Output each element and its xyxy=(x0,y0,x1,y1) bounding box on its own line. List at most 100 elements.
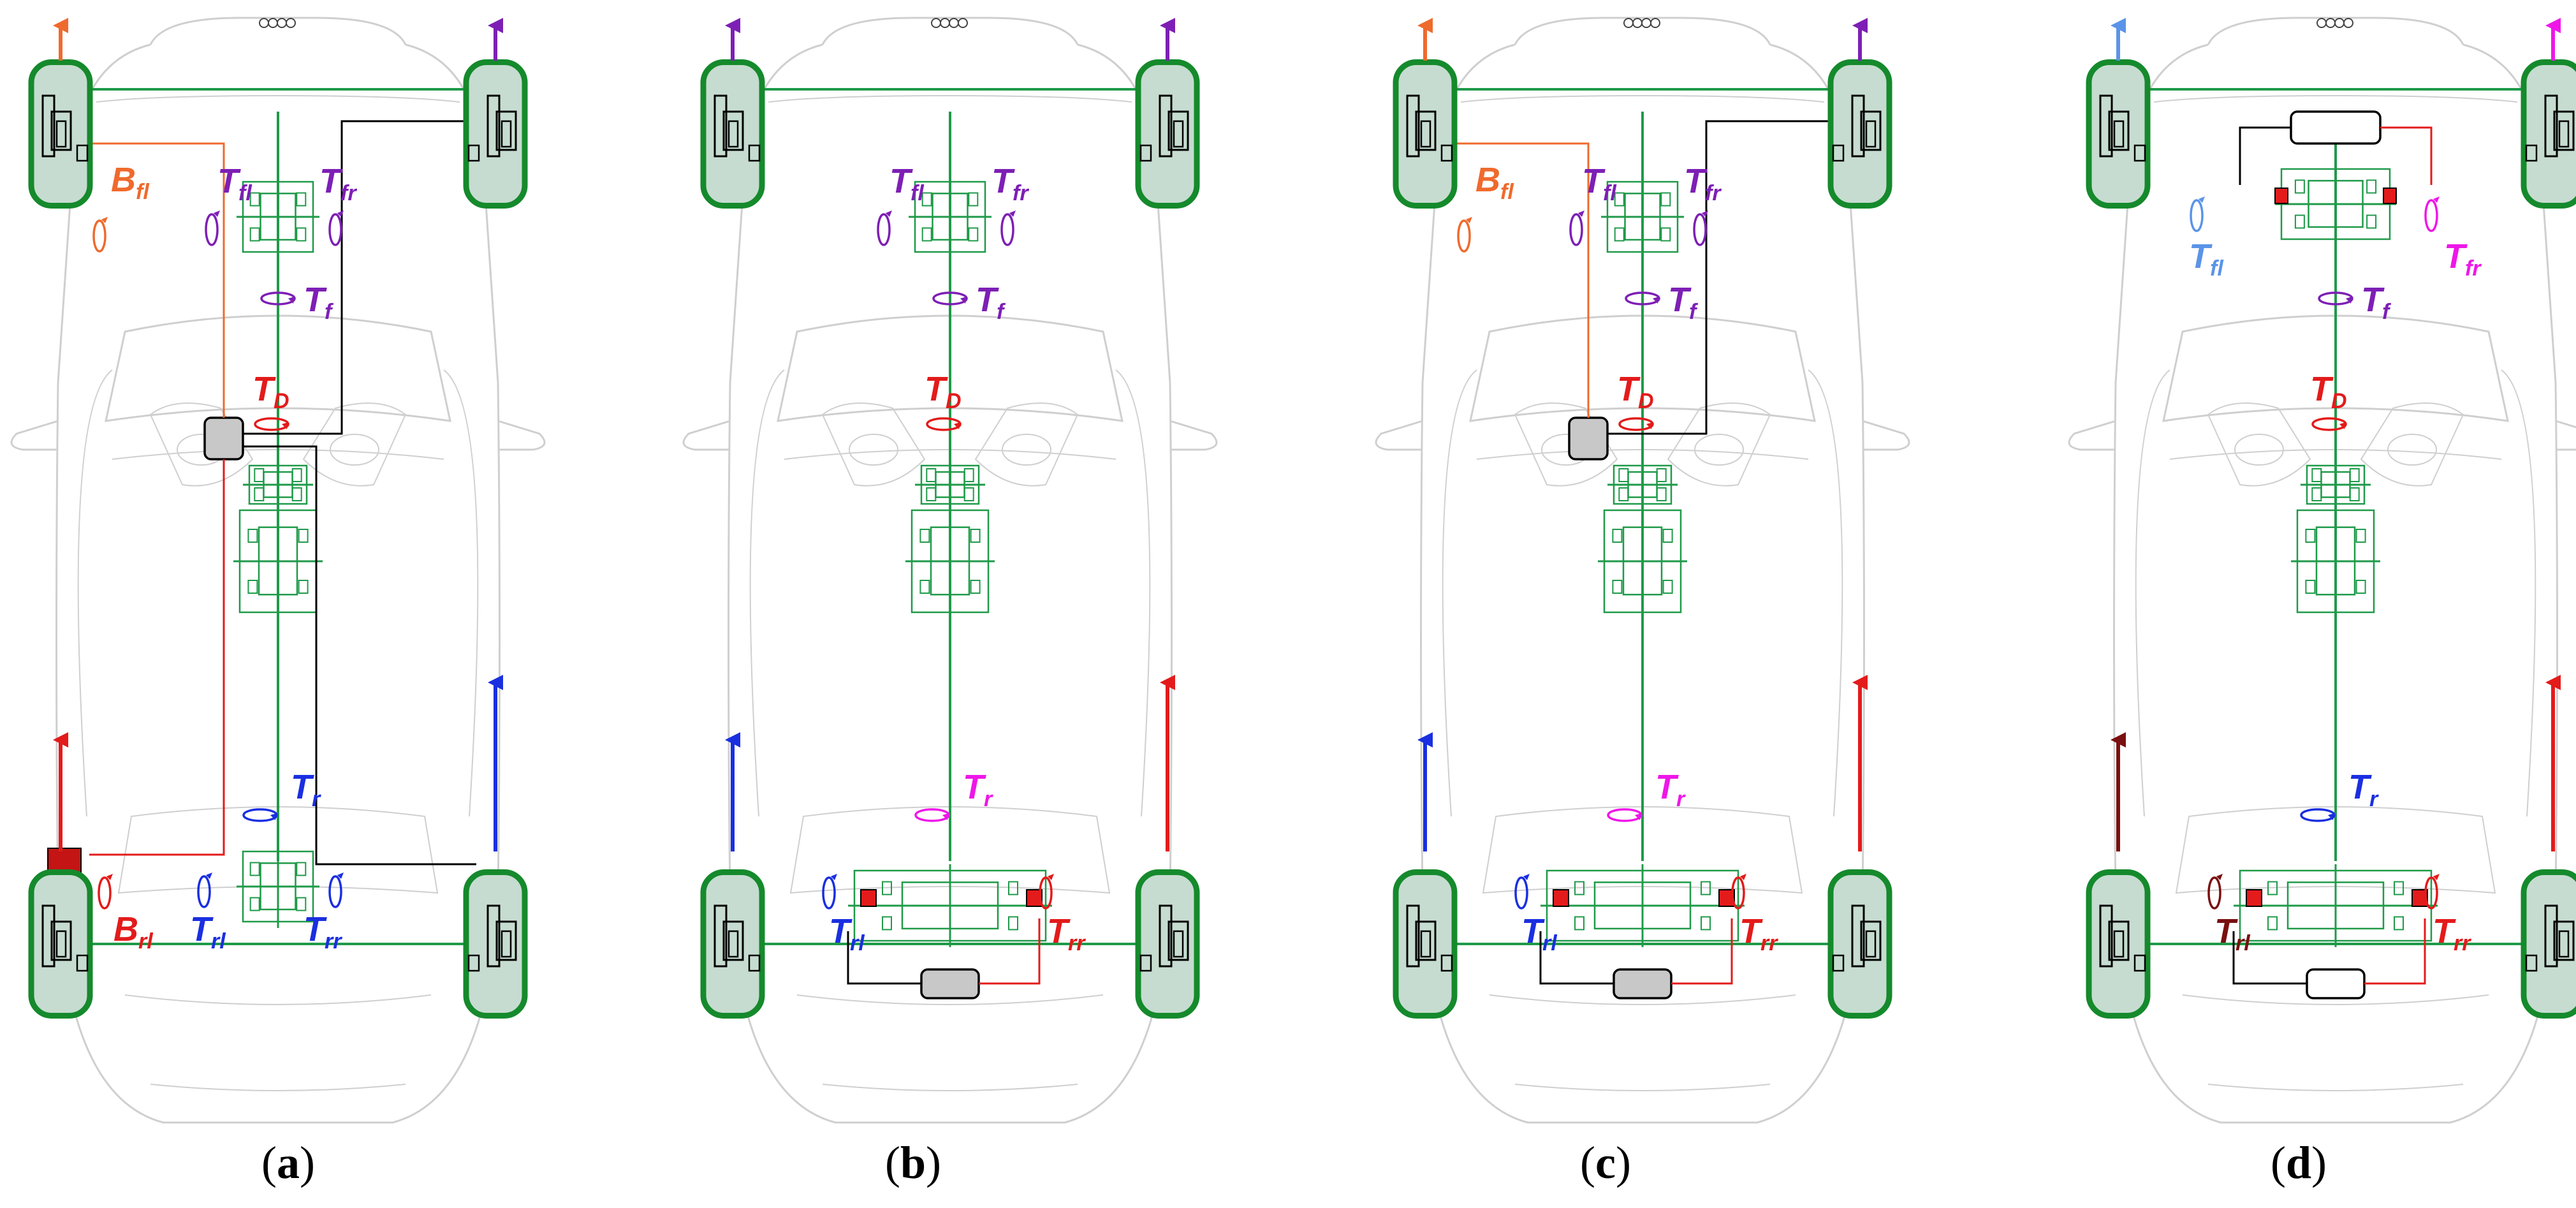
driveline xyxy=(2118,88,2553,947)
wheel-rear-right-hub-icon xyxy=(467,904,517,972)
label-trr-rotation-icon xyxy=(1731,874,1746,910)
center-coupling xyxy=(1607,459,1678,510)
label-tfr-rotation-icon xyxy=(1000,210,1016,246)
front-differential xyxy=(1601,175,1684,258)
label-bfl: Bfl xyxy=(111,161,150,204)
label-trr-rotation-icon xyxy=(328,873,344,908)
logo-rings xyxy=(259,18,296,28)
front-differential xyxy=(237,175,319,258)
label-tfl-rotation-icon xyxy=(2190,196,2205,232)
label-tfl-rotation-icon xyxy=(205,210,220,246)
center-coupling xyxy=(243,459,313,510)
label-trl-rotation-icon xyxy=(2207,874,2223,910)
wheel-front-right xyxy=(1135,59,1200,209)
label-tf: Tf xyxy=(2361,281,2392,324)
transmission xyxy=(905,504,995,619)
front-tv-clutch-right xyxy=(2383,188,2397,204)
label-tfr: Tfr xyxy=(2444,237,2482,281)
rear-left-brake-caliper xyxy=(47,848,82,873)
caption-d: (d) xyxy=(2270,1137,2327,1188)
wheel-rear-right xyxy=(1135,869,1200,1019)
label-tr-rotation-icon xyxy=(914,808,950,822)
label-tf: Tf xyxy=(976,281,1006,324)
label-trr-rotation-icon xyxy=(2424,874,2440,910)
wheel-rear-right-hub-icon xyxy=(1832,904,1882,972)
rear-tv-unit xyxy=(1540,864,1745,947)
label-tfl: Tfl xyxy=(889,162,925,205)
label-tfl: Tfl xyxy=(217,162,252,205)
label-trr: Trr xyxy=(1047,912,1086,955)
label-tr: Tr xyxy=(2348,768,2379,811)
brake-control-unit xyxy=(203,416,244,460)
label-tr: Tr xyxy=(1655,768,1686,811)
wheel-front-left xyxy=(700,59,765,209)
wheel-front-left-hub-icon xyxy=(41,94,89,162)
label-brl-rotation-icon xyxy=(98,874,113,910)
label-tfr: Tfr xyxy=(992,162,1029,205)
wheel-front-left-hub-icon xyxy=(1406,94,1453,162)
wheel-rear-left-hub-icon xyxy=(714,904,761,972)
rear-tv-unit xyxy=(2234,864,2438,947)
label-trl-rotation-icon xyxy=(822,874,837,910)
logo-rings xyxy=(2316,18,2353,28)
wheel-rear-left-hub-icon xyxy=(2099,904,2146,972)
brake-control-unit xyxy=(1568,416,1609,460)
transmission xyxy=(233,504,323,619)
label-td-rotation-icon xyxy=(2311,417,2347,431)
caption-b: (b) xyxy=(884,1137,941,1188)
rear-differential xyxy=(237,845,319,928)
wheel-front-right-hub-icon xyxy=(1139,94,1189,162)
label-trl-rotation-icon xyxy=(197,873,212,908)
label-tf: Tf xyxy=(1668,281,1699,324)
label-td: TD xyxy=(2310,370,2347,413)
wheel-front-left xyxy=(28,59,93,209)
rear-tv-clutch-left xyxy=(860,889,877,907)
front-actuator xyxy=(2290,110,2382,145)
wheel-rear-left xyxy=(28,869,93,1019)
label-tf-rotation-icon xyxy=(260,291,296,306)
label-tfr: Tfr xyxy=(319,162,357,205)
wheel-rear-left xyxy=(700,869,765,1019)
driveline xyxy=(1425,88,1860,947)
label-tr-rotation-icon xyxy=(242,808,278,822)
driveline xyxy=(733,88,1167,947)
wheel-rear-left xyxy=(2086,869,2151,1019)
label-trr: Trr xyxy=(304,910,342,954)
label-trl: Trl xyxy=(2214,912,2251,955)
label-tr-rotation-icon xyxy=(2300,808,2336,822)
label-trl: Trl xyxy=(190,910,226,954)
rear-tv-clutch-left xyxy=(2246,889,2262,907)
driveline xyxy=(61,88,495,945)
car-body-outline xyxy=(682,17,1218,1124)
label-tr: Tr xyxy=(963,768,993,811)
label-tfl: Tfl xyxy=(2189,237,2224,281)
label-tr-rotation-icon xyxy=(1607,808,1643,822)
wheel-rear-left-hub-icon xyxy=(1406,904,1453,972)
wheel-front-left-hub-icon xyxy=(2099,94,2146,162)
label-bfl-rotation-icon xyxy=(1457,217,1472,253)
wheel-front-right-hub-icon xyxy=(2525,94,2575,162)
logo-rings xyxy=(1623,18,1660,28)
caption-a: (a) xyxy=(261,1137,315,1188)
car-body-outline xyxy=(2068,17,2576,1124)
label-bfl: Bfl xyxy=(1475,161,1514,204)
label-td: TD xyxy=(1617,370,1654,413)
center-coupling xyxy=(2301,459,2371,510)
front-tv-unit xyxy=(2275,163,2396,246)
wheel-front-right xyxy=(463,59,528,209)
caption-c: (c) xyxy=(1580,1137,1631,1188)
label-bfl-rotation-icon xyxy=(92,217,108,253)
label-tfl: Tfl xyxy=(1582,162,1617,205)
label-td-rotation-icon xyxy=(254,417,289,431)
label-tf-rotation-icon xyxy=(932,291,968,306)
label-tfl-rotation-icon xyxy=(1569,210,1584,246)
center-coupling xyxy=(915,459,985,510)
wheel-rear-left xyxy=(1393,869,1458,1019)
label-trr-rotation-icon xyxy=(1039,874,1054,910)
label-td: TD xyxy=(925,370,962,413)
label-td: TD xyxy=(252,370,289,413)
label-td-rotation-icon xyxy=(926,417,962,431)
